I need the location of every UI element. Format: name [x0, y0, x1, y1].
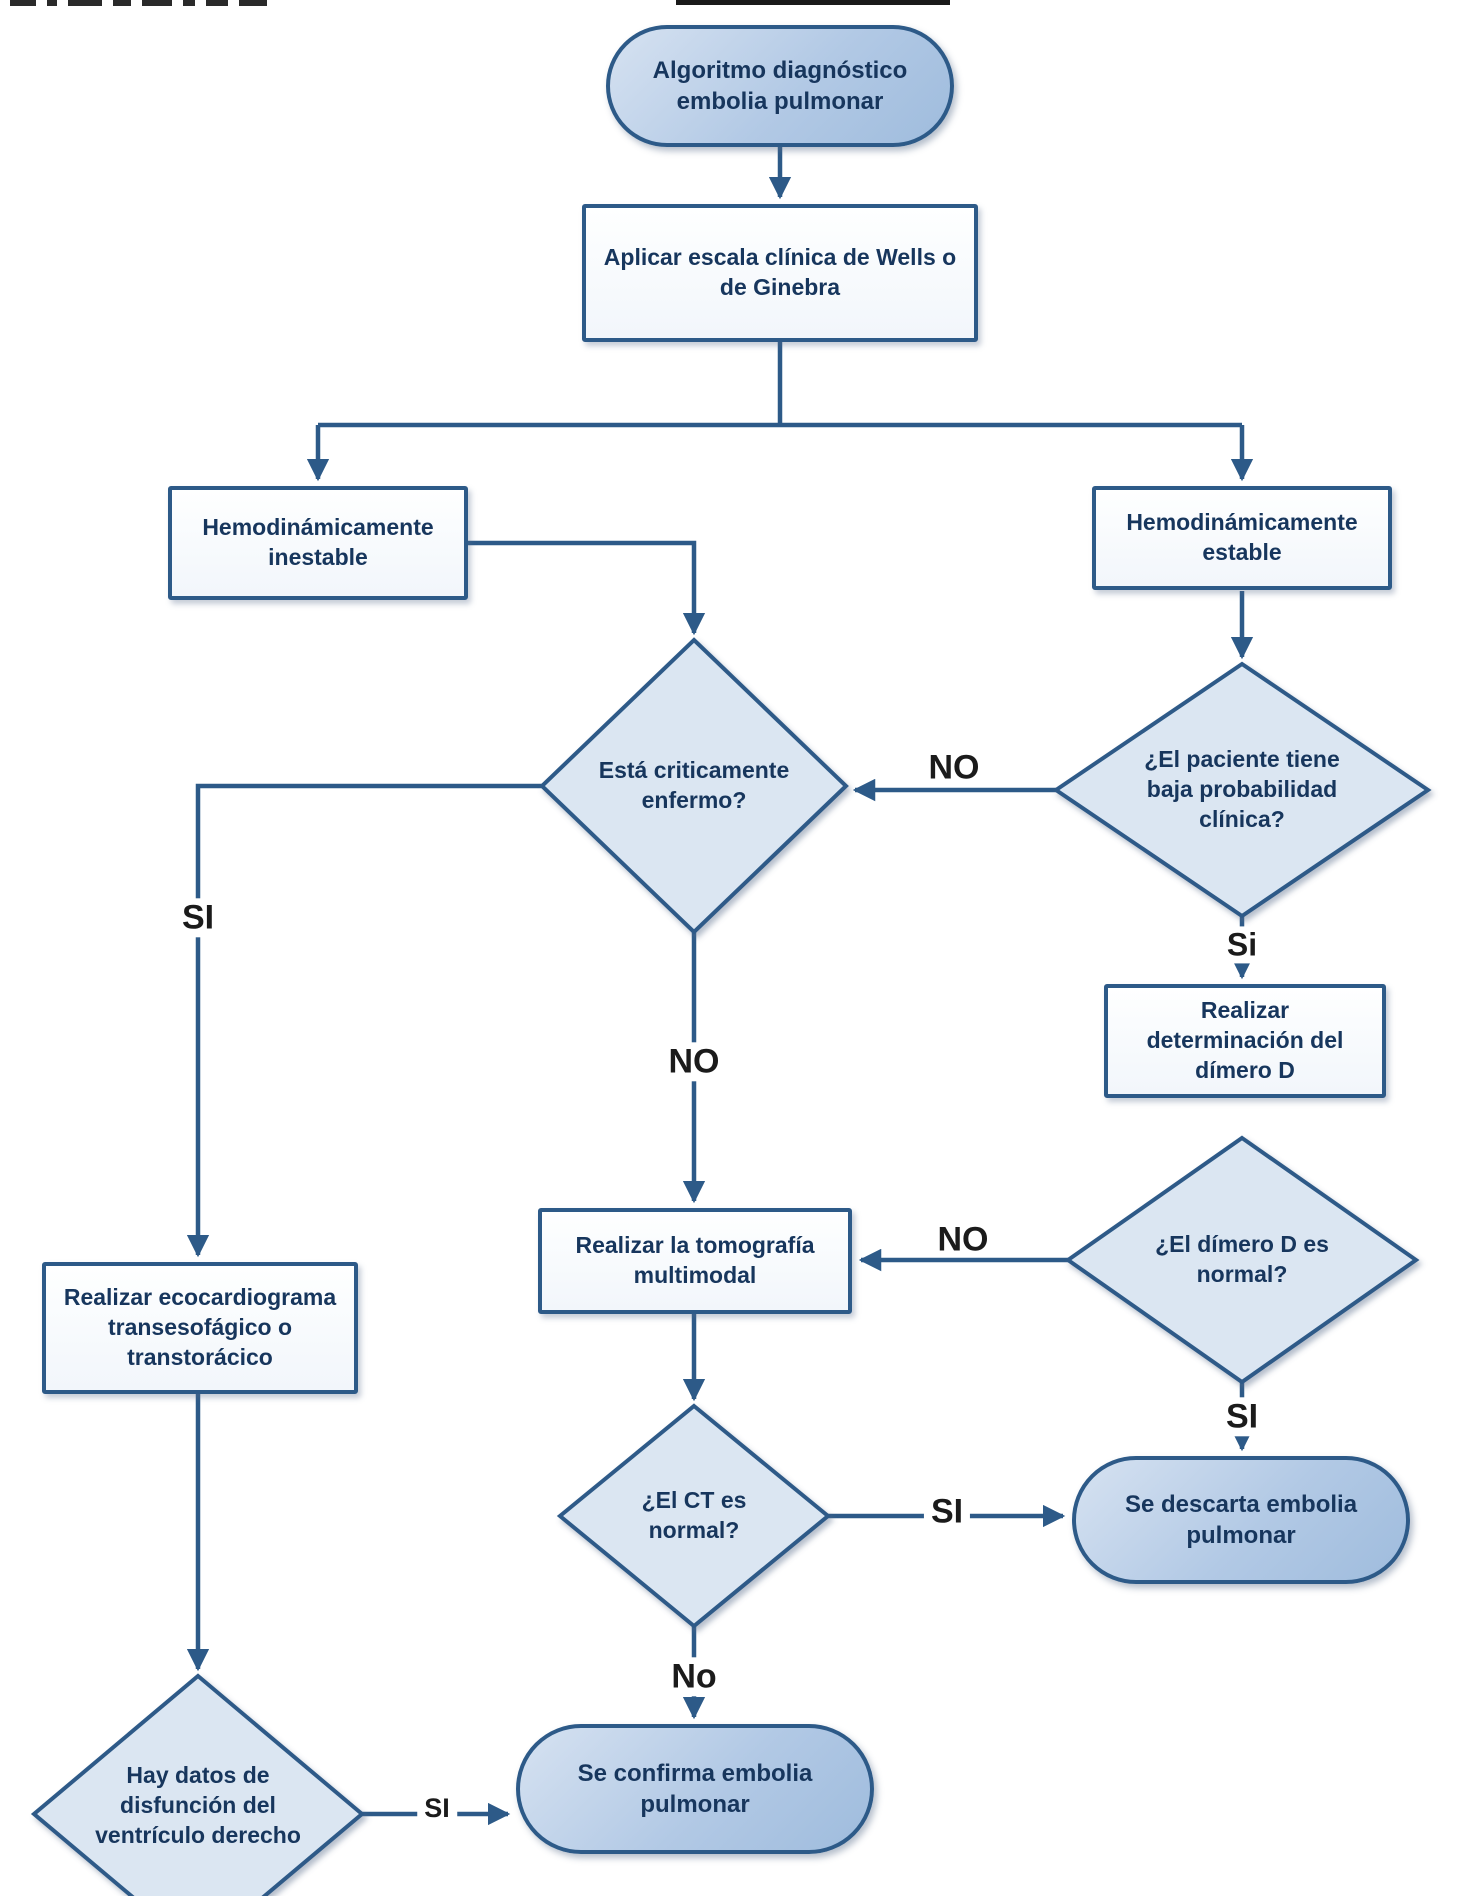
node-tomografia-multimodal: Realizar la tomografía multimodal [538, 1208, 852, 1314]
node-dimero-question-label: ¿El dímero D es normal? [1155, 1231, 1329, 1287]
node-dimero-determinacion: Realizar determinación del dímero D [1104, 984, 1386, 1098]
edge-label-probabilidad-si: Si [1219, 926, 1265, 964]
edge-label-critico-no: NO [661, 1042, 727, 1082]
edge-label-ct-si: SI [923, 1492, 971, 1532]
edge-inestable-critico [468, 540, 706, 636]
node-ventriculo-label: Hay datos de disfunción del ventrículo d… [95, 1762, 301, 1848]
node-ecocardiograma: Realizar ecocardiograma transesofágico o… [42, 1262, 358, 1394]
node-critico-diamond [539, 637, 849, 935]
edge-label-dimero-si: SI [1218, 1397, 1266, 1437]
node-wells-scale: Aplicar escala clínica de Wells o de Gin… [582, 204, 978, 342]
node-hemodinamicamente-estable: Hemodinámicamente estable [1092, 486, 1392, 590]
node-ct-question-diamond [556, 1403, 832, 1629]
edge-label-dimero-no: NO [937, 1220, 989, 1259]
edge-wells-split [318, 342, 1242, 428]
node-probabilidad-label: ¿El paciente tiene baja probabilidad clí… [1144, 746, 1340, 832]
node-ct-question-label: ¿El CT es normal? [641, 1487, 747, 1543]
node-probabilidad-diamond [1052, 661, 1432, 919]
node-start: Algoritmo diagnóstico embolia pulmonar [606, 25, 954, 147]
edge-label-ct-no: No [664, 1657, 724, 1697]
node-confirma-embolia: Se confirma embolia pulmonar [516, 1724, 874, 1854]
edge-label-ventriculo-si: SI [417, 1793, 457, 1825]
node-critico-label: Está criticamente enfermo? [598, 757, 790, 813]
edge-label-probabilidad-no: NO [928, 748, 980, 787]
cropped-text-remnant [10, 0, 278, 8]
edge-critico-eco [186, 783, 542, 1258]
edge-label-critico-si: SI [174, 898, 222, 938]
node-dimero-question-diamond [1064, 1135, 1420, 1385]
node-descarta-embolia: Se descarta embolia pulmonar [1072, 1456, 1410, 1584]
node-ventriculo-diamond [30, 1673, 366, 1896]
cropped-artifact-line [676, 0, 950, 5]
node-hemodinamicamente-inestable: Hemodinámicamente inestable [168, 486, 468, 600]
